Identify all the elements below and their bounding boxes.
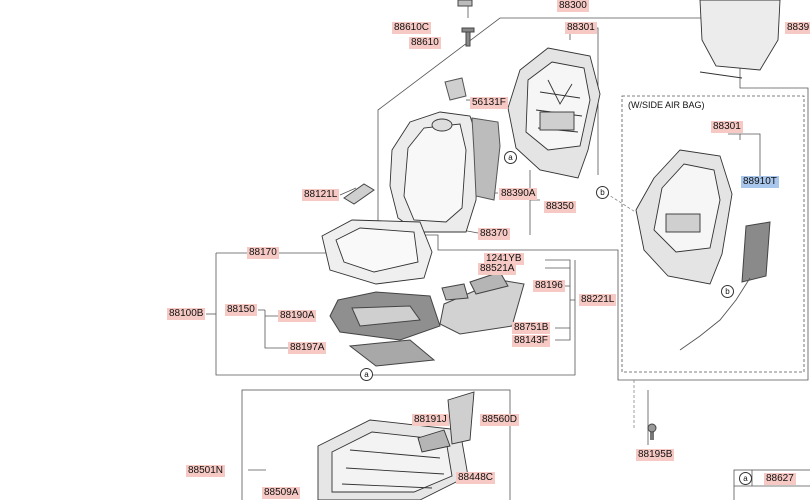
label-88610: 88610: [409, 37, 441, 49]
label-88221L: 88221L: [579, 294, 617, 306]
pad-88390A: [471, 117, 501, 201]
part-88121L: [343, 183, 375, 205]
marker-a-legend: a: [739, 472, 752, 485]
seat-back-partial: [699, 0, 781, 79]
marker-b-upper: b: [596, 186, 609, 199]
label-88610C: 88610C: [392, 22, 432, 34]
side-airbag-title: (W/SIDE AIR BAG): [628, 100, 705, 110]
bolt-88195B: [647, 423, 657, 440]
headrest-guide: [457, 0, 475, 47]
label-56131F: 56131F: [470, 97, 508, 109]
sab-frame: [635, 149, 733, 285]
label-8839: 8839: [785, 22, 810, 34]
seat-back-frame: [507, 47, 601, 179]
label-88350: 88350: [544, 201, 576, 213]
marker-a-lower: a: [360, 368, 373, 381]
label-88560D: 88560D: [480, 414, 520, 426]
cushion-pad: [329, 291, 441, 341]
label-88751B: 88751B: [512, 322, 551, 334]
label-88301-top: 88301: [565, 22, 597, 34]
label-88143F: 88143F: [512, 335, 550, 347]
label-88509A: 88509A: [262, 487, 301, 499]
label-88300: 88300: [557, 0, 589, 12]
seat-back-cover: [389, 111, 479, 233]
assembly-outline: [377, 17, 809, 381]
legend-table: [733, 469, 810, 500]
label-88196: 88196: [533, 280, 565, 292]
cover-56131F: [444, 77, 467, 101]
side-airbag-box: [621, 95, 805, 373]
label-1241YB: 1241YB: [484, 253, 524, 265]
track-assembly-box: [241, 389, 511, 500]
marker-b-sab: b: [721, 285, 734, 298]
marker-a-upper: a: [504, 151, 517, 164]
label-88191J: 88191J: [412, 414, 449, 426]
label-88190A: 88190A: [278, 310, 317, 322]
label-88197A: 88197A: [288, 342, 327, 354]
label-88501N: 88501N: [186, 465, 226, 477]
label-88370: 88370: [478, 228, 510, 240]
label-88150: 88150: [225, 304, 257, 316]
label-88170: 88170: [247, 247, 279, 259]
label-88521A: 88521A: [478, 263, 517, 275]
sab-module: [679, 221, 771, 351]
label-88195B: 88195B: [636, 449, 675, 461]
label-88910T: 88910T: [741, 176, 779, 188]
label-88301-sab: 88301: [711, 121, 743, 133]
label-88100B: 88100B: [167, 308, 206, 320]
label-88627: 88627: [764, 473, 796, 485]
seat-track: [317, 391, 475, 500]
label-88121L: 88121L: [302, 189, 340, 201]
heater-mat: [348, 339, 436, 367]
seat-cushion: [321, 219, 433, 285]
label-88448C: 88448C: [456, 472, 496, 484]
label-88390A: 88390A: [499, 188, 538, 200]
